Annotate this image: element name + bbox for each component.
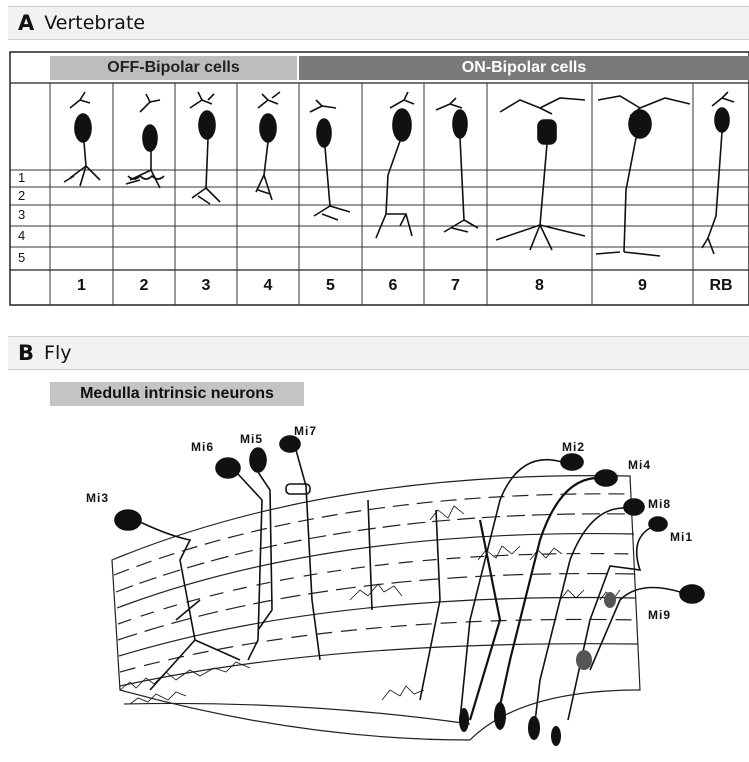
neuron-mi9 [590,585,704,670]
off-bipolar-label: OFF-Bipolar cells [50,56,297,80]
neuron-label-mi4: Mi4 [628,458,651,472]
cell-type-label: 1 [50,277,113,295]
cell-type-label: 4 [237,277,299,295]
on-bipolar-label: ON-Bipolar cells [299,56,749,80]
cell-type-label: RB [693,277,749,295]
layer-label: 2 [18,188,25,203]
panel-b-letter: B [18,341,34,365]
neuron-label-mi9: Mi9 [648,608,671,622]
layer-label: 3 [18,207,25,222]
cell-type-label: 9 [592,277,693,295]
cell-type-label: 5 [299,277,362,295]
medulla-subtitle: Medulla intrinsic neurons [50,382,304,406]
cell-type-label: 2 [113,277,175,295]
neuron-mi6 [216,458,262,660]
cell-type-label: 7 [424,277,487,295]
bipolar-cell-7 [436,98,478,232]
bipolar-cell-4 [256,92,280,200]
neuron-label-mi5: Mi5 [240,432,263,446]
bipolar-cell-rb [702,92,734,254]
bipolar-cell-5 [310,100,350,220]
panel-b-header: B Fly [8,336,749,370]
cell-type-label: 8 [487,277,592,295]
neuron-label-mi1: Mi1 [670,530,693,544]
bipolar-cell-2 [126,94,164,188]
neuron-mi2 [460,454,583,720]
layer-label: 1 [18,170,25,185]
neuron-mi3 [115,510,240,690]
neuron-mi4 [496,470,617,724]
neuron-label-mi7: Mi7 [294,424,317,438]
neuron-mi7 [280,436,320,660]
neuron-label-mi2: Mi2 [562,440,585,454]
cell-type-label: 6 [362,277,424,295]
layer-label: 4 [18,228,25,243]
bipolar-cell-9 [596,96,690,256]
neuron-label-mi8: Mi8 [648,497,671,511]
bipolar-cell-1 [64,92,100,186]
neuron-label-mi3: Mi3 [86,491,109,505]
panel-b-title: Fly [44,342,71,364]
bipolar-cell-8 [496,98,585,250]
cell-type-label: 3 [175,277,237,295]
bipolar-cell-6 [376,92,414,238]
neuron-mi8 [534,499,644,730]
layer-label: 5 [18,250,25,265]
neuron-label-mi6: Mi6 [191,440,214,454]
neuron-mi5 [250,448,272,630]
